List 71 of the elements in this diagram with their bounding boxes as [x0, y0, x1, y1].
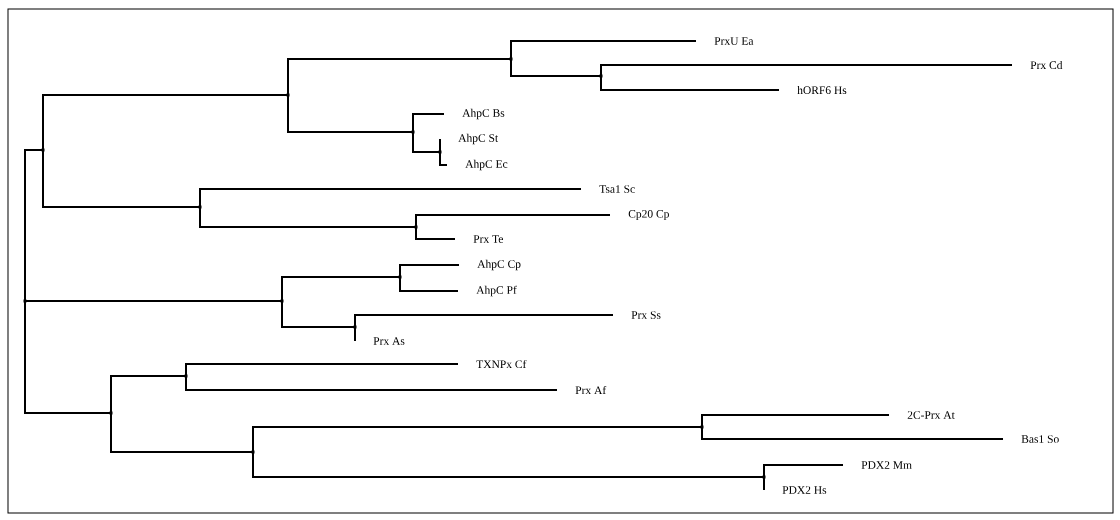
leaf-label: Prx As: [373, 337, 405, 345]
leaf-label: hORF6 Hs: [797, 85, 847, 95]
branch-line: [439, 138, 441, 153]
branch-point: [411, 130, 415, 134]
branch-line: [763, 464, 844, 478]
leaf-label: AhpC Pf: [476, 285, 517, 297]
leaf-label: AhpC St: [458, 133, 499, 145]
leaf-label: Prx Af: [575, 385, 607, 395]
branch-line: [510, 58, 602, 77]
branch-line: [199, 206, 417, 228]
leaf-label: Prx Ss: [631, 311, 661, 319]
leaf-label: Bas1 So: [1021, 435, 1059, 443]
branch-line: [412, 113, 445, 133]
branch-point: [23, 299, 27, 303]
branch-line: [252, 426, 703, 453]
branch-line: [252, 451, 765, 478]
leaf-label: Prx Cd: [1030, 60, 1063, 70]
branch-point: [700, 425, 704, 429]
branch-line: [600, 75, 780, 91]
branch-point: [414, 225, 418, 229]
branch-line: [354, 314, 614, 328]
branch-line: [24, 300, 112, 414]
branch-line: [701, 426, 1004, 440]
branch-point: [184, 374, 188, 378]
branch-line: [763, 476, 765, 491]
leaf-label: PDX2 Hs: [782, 486, 827, 494]
leaf-label: PrxU Ea: [714, 37, 754, 45]
branch-point: [198, 205, 202, 209]
branch-line: [42, 149, 201, 208]
branch-point: [398, 275, 402, 279]
branch-line: [510, 40, 697, 60]
branch-point: [762, 475, 766, 479]
branch-line: [399, 276, 459, 292]
branch-line: [199, 188, 582, 208]
branch-point: [438, 150, 442, 154]
branch-point: [280, 299, 284, 303]
branch-line: [415, 226, 456, 240]
branch-line: [281, 276, 401, 302]
branch-line: [287, 58, 512, 96]
branch-line: [42, 94, 289, 151]
branch-point: [353, 325, 357, 329]
branch-line: [600, 64, 1013, 77]
branch-line: [24, 300, 283, 302]
leaf-label: TXNPx Cf: [476, 359, 527, 369]
branch-line: [24, 149, 44, 302]
leaf-label: AhpC Cp: [477, 259, 521, 271]
branch-line: [185, 375, 558, 391]
leaf-label: 2C-Prx At: [907, 411, 955, 419]
branch-line: [110, 412, 254, 453]
leaf-label: Prx Te: [473, 235, 503, 243]
branch-point: [599, 74, 603, 78]
branch-point: [509, 57, 513, 61]
leaf-label: AhpC Bs: [462, 108, 505, 120]
branch-line: [110, 375, 187, 414]
branch-line: [399, 264, 460, 278]
branch-line: [281, 300, 356, 328]
leaf-label: PDX2 Mm: [861, 461, 912, 469]
branch-line: [412, 131, 441, 153]
branch-point: [251, 450, 255, 454]
branch-line: [287, 94, 414, 133]
branch-point: [109, 411, 113, 415]
branch-line: [439, 151, 448, 166]
branch-line: [185, 363, 459, 377]
leaf-label: Tsa1 Sc: [599, 185, 635, 193]
branch-line: [354, 326, 356, 342]
branch-line: [415, 214, 611, 228]
leaf-label: Cp20 Cp: [628, 209, 669, 221]
branch-point: [286, 93, 290, 97]
branch-point: [41, 148, 45, 152]
leaf-label: AhpC Ec: [465, 159, 508, 171]
branch-line: [701, 414, 890, 428]
